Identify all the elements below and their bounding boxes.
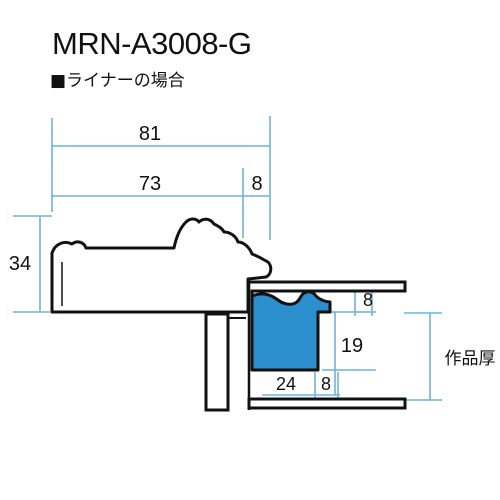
dimension-labels: 81 73 8 34 8 19 24 8 作品厚 bbox=[9, 123, 496, 394]
product-model-title: MRN-A3008-G bbox=[52, 26, 252, 61]
dim-main-width: 73 bbox=[139, 173, 161, 195]
dim-height: 34 bbox=[9, 253, 31, 275]
dim-artwork-thickness: 作品厚 bbox=[445, 349, 496, 369]
backing-bottom-bar bbox=[247, 397, 407, 410]
dim-liner-depth: 19 bbox=[341, 335, 363, 357]
frame-moulding-profile bbox=[50, 217, 273, 314]
dim-lip-width: 8 bbox=[251, 173, 262, 195]
dim-liner-rabbet: 8 bbox=[321, 374, 331, 394]
dim-total-width: 81 bbox=[139, 123, 161, 145]
liner-profile bbox=[250, 290, 332, 372]
liner-case-subtitle: ■ライナーの場合 bbox=[50, 71, 185, 91]
dim-liner-lip: 8 bbox=[363, 290, 373, 310]
dim-liner-width: 24 bbox=[276, 374, 296, 394]
back-board-left bbox=[204, 312, 230, 412]
dimension-lines bbox=[13, 116, 442, 401]
